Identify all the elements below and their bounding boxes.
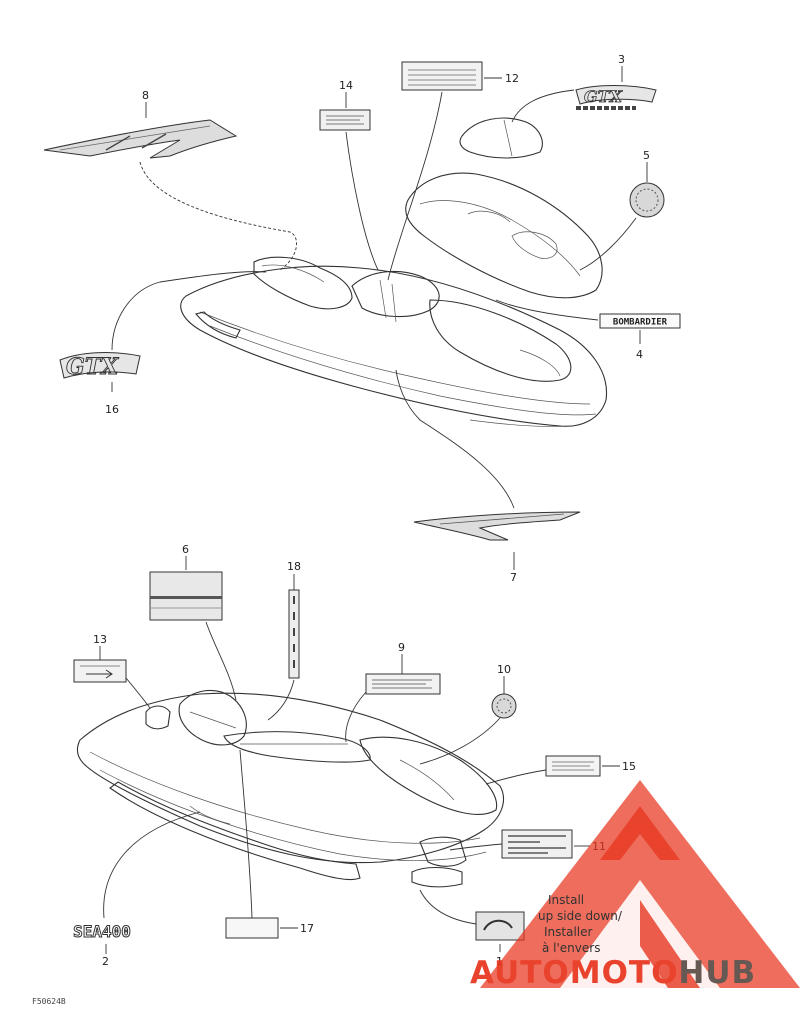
gtx-logo-decal-16: GTX <box>59 352 141 380</box>
upper-leader-lines <box>111 66 648 570</box>
callout-9: 9 <box>398 641 405 654</box>
sea400-decal-text: SEA400 <box>73 922 131 941</box>
callout-12: 12 <box>505 72 519 85</box>
callout-18: 18 <box>287 560 301 573</box>
bombardier-decal-4: BOMBARDIER <box>599 313 681 329</box>
callout-13: 13 <box>93 633 107 646</box>
round-badge-decal-10 <box>491 693 517 719</box>
callout-15: 15 <box>622 760 636 773</box>
sea400-decal-2: SEA400 <box>48 922 156 942</box>
stripe-decal-7 <box>413 511 581 541</box>
blank-label-decal-17 <box>225 917 279 939</box>
round-badge-decal-5 <box>629 182 665 218</box>
install-note: Install up side down/ Installer à l'enve… <box>538 893 623 955</box>
bombardier-decal-text: BOMBARDIER <box>613 318 668 328</box>
callout-2: 2 <box>102 955 109 968</box>
install-note-line-2: up side down/ <box>538 909 623 923</box>
callout-17: 17 <box>300 922 314 935</box>
gtx-logo-decal-3: GTX <box>575 85 657 110</box>
label-decal-12 <box>401 61 483 91</box>
watermark-word-moto: MOTO <box>570 955 679 991</box>
arrow-label-decal-13 <box>73 659 127 683</box>
callout-5: 5 <box>643 149 650 162</box>
panel-decal-6 <box>149 571 223 621</box>
automotohub-watermark: Install up side down/ Installer à l'enve… <box>470 780 800 991</box>
svg-text:GTX: GTX <box>584 87 623 106</box>
drawing-code: F50624B <box>32 997 66 1006</box>
install-note-line-3: Installer <box>544 925 593 939</box>
lower-hull-drawing <box>76 689 504 888</box>
label-decal-14 <box>319 109 371 131</box>
svg-text:GTX: GTX <box>66 354 119 380</box>
upper-hull-drawing <box>180 256 608 427</box>
watermark-wordmark: AUTOMOTOHUB <box>470 955 756 991</box>
lower-leader-lines <box>99 556 620 954</box>
label-decal-1 <box>475 911 525 941</box>
callout-8: 8 <box>142 89 149 102</box>
label-decal-15 <box>545 755 601 777</box>
callout-7: 7 <box>510 571 517 584</box>
visor-drawing <box>459 117 543 159</box>
label-decal-9 <box>365 673 441 695</box>
callout-3: 3 <box>618 53 625 66</box>
callout-1: 1 <box>496 955 503 968</box>
callout-16: 16 <box>105 403 119 416</box>
watermark-word-hub: HUB <box>678 955 756 991</box>
install-note-line-4: à l'envers <box>542 941 600 955</box>
callout-numbers: 1 2 3 4 5 6 7 8 9 10 11 12 13 14 15 16 1… <box>93 53 650 968</box>
stripe-decal-8 <box>43 119 238 159</box>
callout-4: 4 <box>636 348 643 361</box>
upper-seat-cover-drawing <box>405 172 603 299</box>
callout-14: 14 <box>339 79 353 92</box>
callout-6: 6 <box>182 543 189 556</box>
watermark-logo-icon <box>480 780 800 988</box>
install-note-line-1: Install <box>548 893 584 907</box>
label-decal-11 <box>501 829 573 859</box>
watermark-word-auto: AUTO <box>470 955 570 991</box>
callout-10: 10 <box>497 663 511 676</box>
vertical-strip-decal-18 <box>288 589 300 679</box>
